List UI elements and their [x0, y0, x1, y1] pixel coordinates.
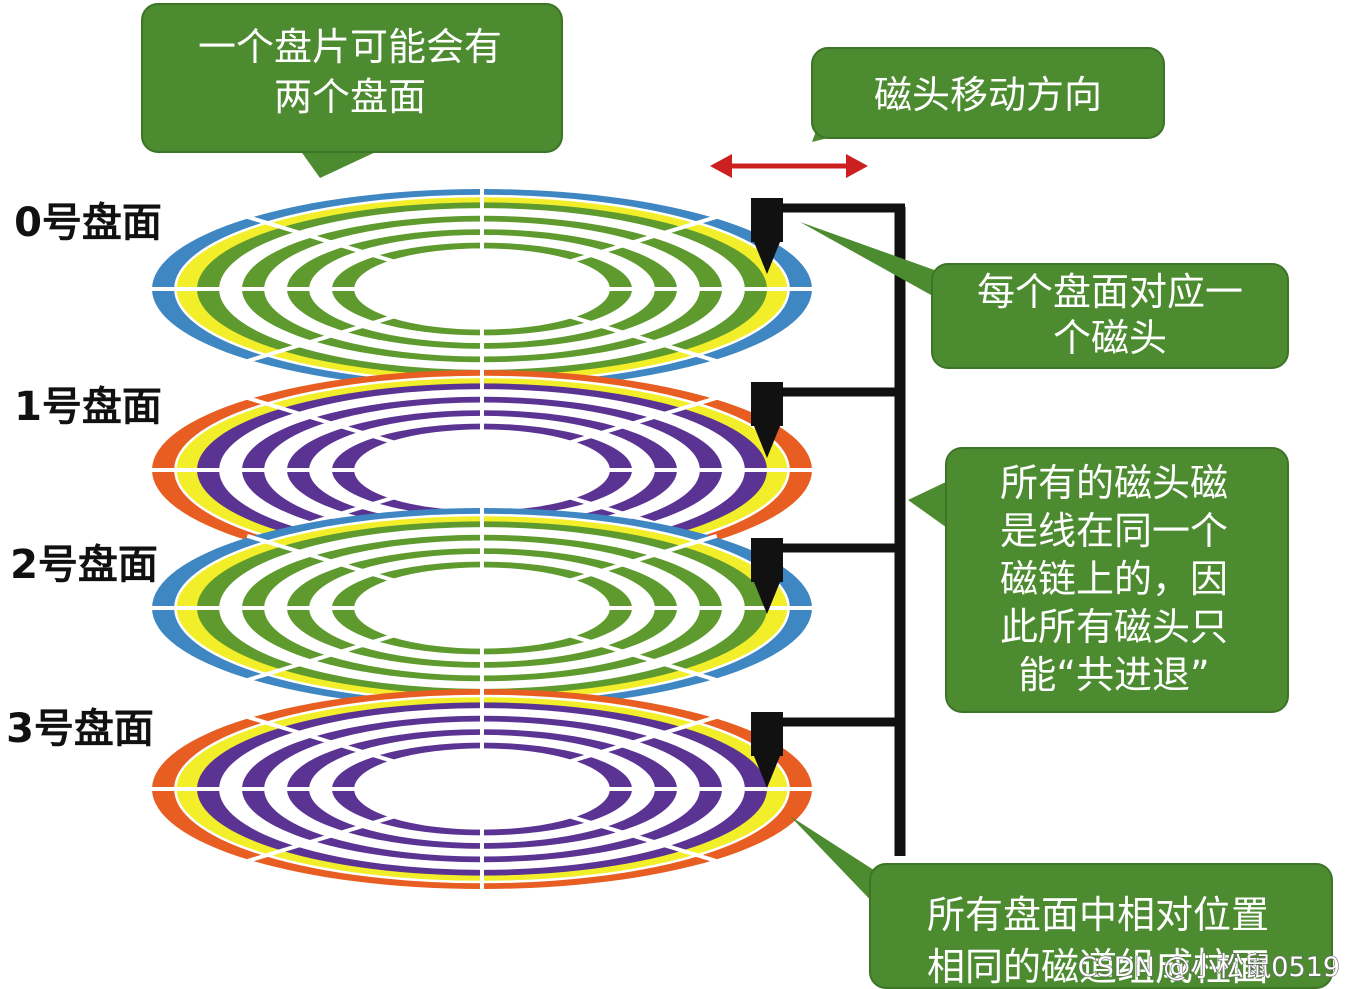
sector-divider [246, 533, 409, 587]
callout-heads-move-together-text: 能“共进退” [1018, 653, 1209, 697]
callout-heads-move-together-text: 此所有磁头只 [1000, 605, 1228, 649]
callout-one-head-per-surface-text: 每个盘面对应一 [977, 270, 1243, 314]
read-write-head-icon [751, 712, 783, 788]
sector-divider [246, 810, 409, 864]
sector-divider [555, 629, 718, 683]
head-actuator-assembly [710, 154, 906, 856]
sector-divider [246, 714, 409, 768]
sector-divider [246, 310, 409, 364]
platter-label: 3号盘面 [6, 706, 154, 752]
disk-platter-icon [150, 687, 814, 891]
callout-two-surfaces-text: 两个盘面 [274, 75, 426, 119]
callout-heads-move-together-text: 所有的磁头磁 [1000, 461, 1228, 505]
spindle-hole [377, 575, 587, 641]
sector-divider [555, 310, 718, 364]
read-write-head-icon [751, 382, 783, 458]
sector-divider [555, 395, 718, 449]
spindle-hole [377, 256, 587, 322]
platter-stack [150, 187, 814, 891]
double-arrow-icon [710, 154, 868, 178]
sector-divider [246, 214, 409, 268]
callout-two-surfaces-text: 一个盘片可能会有 [198, 25, 502, 69]
watermark: CSDN @小松鼠0519 [1078, 952, 1340, 983]
spindle-hole [377, 756, 587, 822]
disk-platter-icon [150, 368, 814, 572]
sector-divider [555, 533, 718, 587]
sector-divider [555, 214, 718, 268]
read-write-head-icon [751, 538, 783, 614]
callout-head-direction: 磁头移动方向 [811, 47, 1165, 142]
platter-label: 2号盘面 [10, 542, 158, 588]
callout-one-head-per-surface-text: 个磁头 [1053, 316, 1167, 360]
callout-cylinder-text: 相同的磁道组成柱面 [927, 945, 1269, 989]
sector-divider [246, 629, 409, 683]
callout-heads-move-together-text: 磁链上的，因 [1000, 557, 1228, 601]
spindle-hole [377, 437, 587, 503]
callout-cylinder-text: 所有盘面中相对位置 [927, 893, 1269, 937]
callout-heads-move-together-text: 是线在同一个 [1000, 509, 1228, 553]
sector-divider [555, 810, 718, 864]
read-write-head-icon [751, 198, 783, 274]
platter-labels: 0号盘面 1号盘面 2号盘面 3号盘面 [6, 200, 162, 752]
sector-divider [555, 714, 718, 768]
platter-label: 1号盘面 [14, 384, 162, 430]
disk-platter-icon [150, 506, 814, 710]
sector-divider [246, 395, 409, 449]
platter-label: 0号盘面 [14, 200, 162, 246]
callout-head-direction-text: 磁头移动方向 [874, 73, 1102, 117]
disk-platter-icon [150, 187, 814, 391]
